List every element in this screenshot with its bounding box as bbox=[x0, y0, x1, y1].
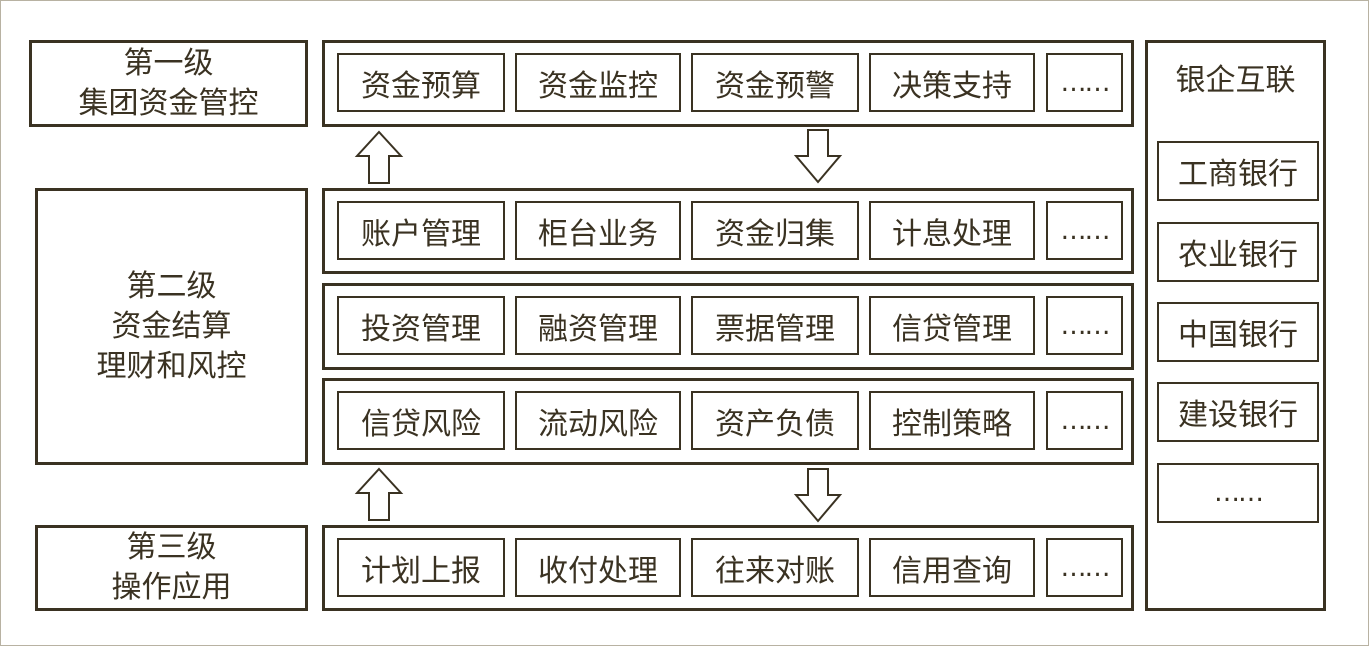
module-cell: 信贷风险 bbox=[337, 391, 505, 450]
module-cell: 投资管理 bbox=[337, 296, 505, 355]
module-cell-more: …… bbox=[1046, 201, 1123, 260]
bank-item: 工商银行 bbox=[1157, 141, 1319, 201]
bank-item: 建设银行 bbox=[1157, 382, 1319, 442]
up-arrow-icon bbox=[354, 467, 404, 521]
module-cell: 资金监控 bbox=[515, 53, 681, 112]
module-cell: 往来对账 bbox=[691, 538, 859, 597]
bank-panel-title: 银企互联 bbox=[1175, 63, 1296, 98]
module-cell: 流动风险 bbox=[515, 391, 681, 450]
module-cell: 资金预算 bbox=[337, 53, 505, 112]
module-cell: 资金归集 bbox=[691, 201, 859, 260]
module-cell-more: …… bbox=[1046, 538, 1123, 597]
module-cell: 计息处理 bbox=[869, 201, 1035, 260]
module-cell: 资产负债 bbox=[691, 391, 859, 450]
level-3-subtitle: 操作应用 bbox=[111, 570, 232, 605]
module-cell: 融资管理 bbox=[515, 296, 681, 355]
level-1-box: 第一级 集团资金管控 bbox=[29, 40, 308, 127]
module-cell: 柜台业务 bbox=[515, 201, 681, 260]
band-group-control: 资金预算 资金监控 资金预警 决策支持 …… bbox=[322, 40, 1134, 127]
level-2-subtitle-b: 理财和风控 bbox=[96, 348, 247, 384]
level-3-box: 第三级 操作应用 bbox=[35, 525, 308, 611]
module-cell: 决策支持 bbox=[869, 53, 1035, 112]
up-arrow-icon bbox=[354, 130, 404, 184]
band-financing: 投资管理 融资管理 票据管理 信贷管理 …… bbox=[322, 283, 1134, 370]
module-cell: 计划上报 bbox=[337, 538, 505, 597]
level-2-subtitle-a: 资金结算 bbox=[111, 308, 232, 344]
module-cell: 收付处理 bbox=[515, 538, 681, 597]
level-1-subtitle: 集团资金管控 bbox=[78, 85, 259, 121]
level-1-title: 第一级 bbox=[123, 45, 214, 81]
down-arrow-icon bbox=[793, 468, 843, 523]
bank-item: 中国银行 bbox=[1157, 302, 1319, 362]
module-cell: 资金预警 bbox=[691, 53, 859, 112]
module-cell-more: …… bbox=[1046, 53, 1123, 112]
module-cell: 账户管理 bbox=[337, 201, 505, 260]
module-cell: 信贷管理 bbox=[869, 296, 1035, 355]
bank-item: 农业银行 bbox=[1157, 222, 1319, 282]
bank-enterprise-panel: 银企互联 工商银行 农业银行 中国银行 建设银行 …… bbox=[1145, 40, 1326, 611]
band-risk-control: 信贷风险 流动风险 资产负债 控制策略 …… bbox=[322, 378, 1134, 465]
level-3-title: 第三级 bbox=[126, 530, 217, 565]
module-cell: 控制策略 bbox=[869, 391, 1035, 450]
module-cell: 票据管理 bbox=[691, 296, 859, 355]
module-cell: 信用查询 bbox=[869, 538, 1035, 597]
down-arrow-icon bbox=[793, 129, 843, 184]
bank-item-more: …… bbox=[1157, 463, 1319, 523]
band-operations: 计划上报 收付处理 往来对账 信用查询 …… bbox=[322, 525, 1134, 611]
level-2-title: 第二级 bbox=[126, 268, 217, 304]
level-2-box: 第二级 资金结算 理财和风控 bbox=[35, 188, 308, 465]
module-cell-more: …… bbox=[1046, 296, 1123, 355]
module-cell-more: …… bbox=[1046, 391, 1123, 450]
band-settlement: 账户管理 柜台业务 资金归集 计息处理 …… bbox=[322, 188, 1134, 274]
